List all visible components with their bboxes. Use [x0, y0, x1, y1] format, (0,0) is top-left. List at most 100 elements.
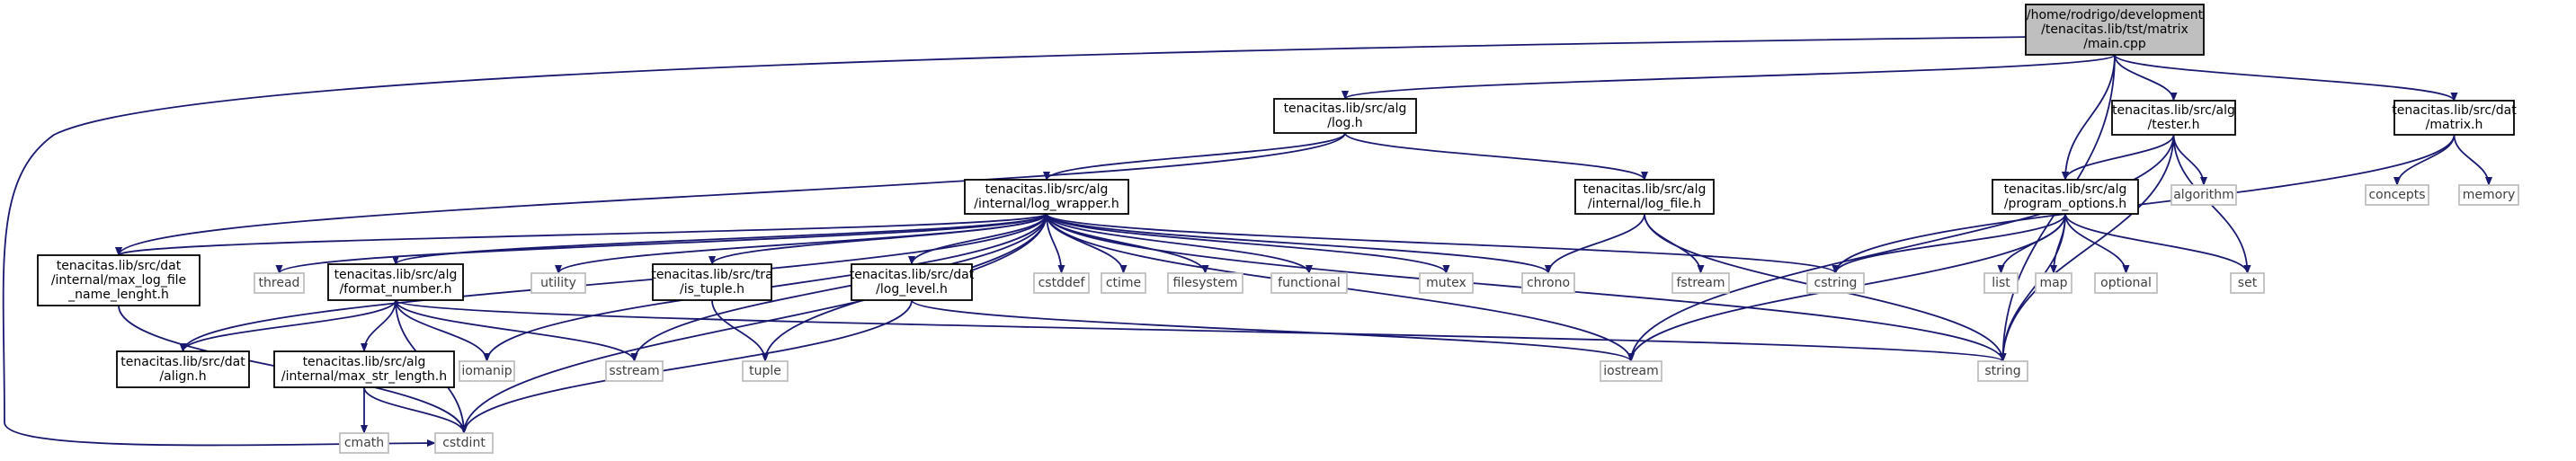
node-concepts-box [2365, 184, 2429, 206]
node-algorithm: algorithm [2170, 184, 2237, 206]
edge-log_wrapper-to-format_number [392, 213, 1047, 265]
node-tuple: tuple [742, 360, 789, 382]
node-align-box [116, 350, 250, 388]
node-program_options-box [1992, 179, 2139, 215]
edge-log_wrapper-to-cstddef [1046, 213, 1065, 274]
node-memory-box [2458, 184, 2519, 206]
edge-matrix-to-cstring [1832, 134, 2456, 274]
node-thread-box [254, 272, 305, 294]
node-format_number[interactable]: tenacitas.lib/src/alg/format_number.h [327, 263, 464, 301]
node-tester[interactable]: tenacitas.lib/src/alg/tester.h [2111, 100, 2236, 136]
edge-matrix-to-memory [2453, 134, 2492, 186]
edge-format_number-to-iomanip [395, 299, 491, 362]
node-log_file-label-line: tenacitas.lib/src/alg [1583, 182, 1707, 197]
node-thread: thread [254, 272, 305, 294]
node-iomanip-box [459, 360, 515, 382]
node-log_wrapper-label-line: /internal/log_wrapper.h [974, 197, 1119, 211]
node-cstring-box [1806, 272, 1865, 294]
edge-matrix-to-concepts [2393, 134, 2456, 186]
node-log-label-line: /log.h [1327, 116, 1362, 130]
node-program_options-label-line: /program_options.h [2004, 197, 2126, 211]
node-algorithm-box [2170, 184, 2237, 206]
node-cstring-label-line: cstring [1814, 276, 1858, 290]
edge-tester-to-program_options [2062, 134, 2175, 181]
node-cstddef: cstddef [1033, 272, 1090, 294]
node-ctime-label-line: ctime [1106, 276, 1141, 290]
node-iomanip-label-line: iomanip [461, 364, 512, 378]
edge-format_number-to-max_str_length [361, 299, 397, 352]
node-filesystem-label-line: filesystem [1173, 276, 1238, 290]
node-log-box [1273, 98, 1417, 134]
node-cmath-label-line: cmath [344, 436, 384, 450]
node-log_wrapper-label-line: tenacitas.lib/src/alg [985, 182, 1109, 197]
node-list-box [1983, 272, 2019, 294]
node-is_tuple-label-line: /is_tuple.h [680, 282, 744, 297]
node-memory-label-line: memory [2463, 188, 2516, 202]
node-cstdint-label-line: cstdint [442, 436, 486, 450]
node-program_options-label-line: tenacitas.lib/src/alg [2004, 182, 2127, 197]
node-tester-label-line: tenacitas.lib/src/alg [2112, 103, 2235, 118]
node-format_number-box [327, 263, 464, 301]
node-max_str_length-label-line: /internal/max_str_length.h [281, 369, 447, 384]
edge-log_wrapper-to-log_level [908, 213, 1047, 265]
node-is_tuple-box [652, 263, 772, 301]
edge-log_level-to-iostream [911, 299, 1635, 362]
node-set: set [2230, 272, 2265, 294]
node-chrono-label-line: chrono [1527, 276, 1570, 290]
edge-log_wrapper-to-cstdint [460, 213, 1047, 434]
node-cstdint: cstdint [434, 432, 494, 454]
edge-main-to-cstdint [2, 36, 2035, 448]
node-max_str_length-box [273, 350, 455, 388]
node-functional: functional [1270, 272, 1348, 294]
edge-format_number-to-sstream [395, 299, 638, 362]
node-log[interactable]: tenacitas.lib/src/alg/log.h [1273, 98, 1417, 134]
node-log_file-box [1574, 179, 1715, 215]
node-is_tuple-label-line: tenacitas.lib/src/tra [651, 268, 772, 282]
node-matrix-label-line: /matrix.h [2426, 118, 2483, 132]
edge-format_number-to-align [179, 299, 397, 352]
edge-log-to-max_log_file [115, 132, 1346, 256]
edge-log_wrapper-to-is_tuple [709, 213, 1047, 265]
node-log_wrapper[interactable]: tenacitas.lib/src/alg/internal/log_wrapp… [964, 179, 1129, 215]
edge-main-to-log [1341, 54, 2116, 100]
node-iomanip: iomanip [459, 360, 515, 382]
edge-log_wrapper-to-align [179, 213, 1047, 352]
node-chrono: chrono [1521, 272, 1575, 294]
edge-log_wrapper-to-cstring [1046, 213, 1840, 274]
node-max_log_file-box [37, 254, 201, 306]
node-align-label-line: /align.h [159, 369, 206, 384]
node-program_options[interactable]: tenacitas.lib/src/alg/program_options.h [1992, 179, 2139, 215]
node-log_level[interactable]: tenacitas.lib/src/dat/log_level.h [850, 263, 975, 301]
node-log_file[interactable]: tenacitas.lib/src/alg/internal/log_file.… [1574, 179, 1715, 215]
node-main-label-line: /home/rodrigo/development [2027, 8, 2204, 22]
node-mutex-box [1419, 272, 1474, 294]
edge-program_options-to-string [1999, 213, 2066, 362]
node-tester-label-line: /tester.h [2147, 118, 2199, 132]
node-sstream: sstream [605, 360, 664, 382]
nodes-layer: /home/rodrigo/development/tenacitas.lib/… [37, 4, 2519, 454]
node-matrix[interactable]: tenacitas.lib/src/dat/matrix.h [2392, 100, 2517, 136]
node-align[interactable]: tenacitas.lib/src/dat/align.h [116, 350, 250, 388]
node-max_log_file[interactable]: tenacitas.lib/src/dat/internal/max_log_f… [37, 254, 201, 306]
node-max_log_file-label-line: /internal/max_log_file [51, 273, 186, 288]
node-functional-label-line: functional [1278, 276, 1341, 290]
node-tester-box [2111, 100, 2236, 136]
edge-main-to-matrix [2114, 54, 2458, 102]
node-main[interactable]: /home/rodrigo/development/tenacitas.lib/… [2025, 4, 2205, 56]
node-fstream-label-line: fstream [1677, 276, 1725, 290]
node-is_tuple[interactable]: tenacitas.lib/src/tra/is_tuple.h [651, 263, 773, 301]
node-cstddef-box [1033, 272, 1090, 294]
node-max_str_length[interactable]: tenacitas.lib/src/alg/internal/max_str_l… [273, 350, 455, 388]
node-tuple-label-line: tuple [749, 364, 781, 378]
edge-main-to-tester [2114, 54, 2178, 102]
node-align-label-line: tenacitas.lib/src/dat [120, 355, 245, 369]
node-set-label-line: set [2238, 276, 2258, 290]
edge-log_wrapper-to-sstream [630, 213, 1047, 362]
edge-program_options-to-cstring [1832, 213, 2066, 274]
node-main-label-line: /main.cpp [2083, 37, 2146, 51]
node-list: list [1983, 272, 2019, 294]
edge-format_number-to-string [395, 299, 2006, 362]
node-map-label-line: map [2039, 276, 2067, 290]
node-map: map [2035, 272, 2072, 294]
